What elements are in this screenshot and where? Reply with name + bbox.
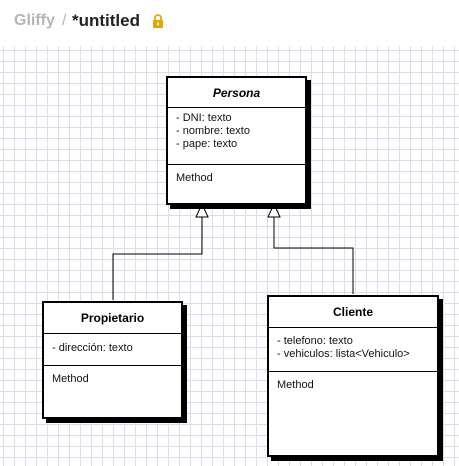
class-attributes: - DNI: texto - nombre: texto - pape: tex… bbox=[168, 108, 305, 165]
class-cliente[interactable]: Cliente - telefono: texto - vehiculos: l… bbox=[267, 295, 439, 457]
top-bar: Gliffy / *untitled bbox=[0, 0, 459, 46]
inheritance-line-propietario[interactable] bbox=[112, 202, 209, 300]
inheritance-arrowhead bbox=[267, 202, 281, 218]
attribute: - DNI: texto bbox=[176, 112, 232, 124]
class-propietario[interactable]: Propietario - dirección: texto Method bbox=[42, 301, 183, 419]
lock-icon[interactable] bbox=[152, 14, 164, 33]
brand-logo[interactable]: Gliffy bbox=[14, 12, 55, 29]
attribute: - dirección: texto bbox=[52, 342, 133, 354]
class-persona[interactable]: Persona - DNI: texto - nombre: texto - p… bbox=[166, 76, 307, 205]
attribute: - telefono: texto bbox=[277, 335, 353, 347]
attribute: - vehiculos: lista<Vehiculo> bbox=[277, 348, 410, 360]
attribute: - pape: texto bbox=[176, 138, 238, 150]
class-name: Cliente bbox=[269, 297, 437, 328]
inheritance-arrowhead bbox=[195, 202, 209, 218]
attribute: - nombre: texto bbox=[176, 125, 250, 137]
class-attributes: - dirección: texto bbox=[44, 334, 181, 366]
class-methods: Method bbox=[176, 172, 213, 184]
class-name: Persona bbox=[168, 78, 305, 108]
document-title[interactable]: *untitled bbox=[72, 11, 140, 30]
class-methods: Method bbox=[277, 379, 314, 391]
inheritance-line-cliente[interactable] bbox=[267, 202, 354, 294]
class-attributes: - telefono: texto - vehiculos: lista<Veh… bbox=[269, 328, 437, 372]
breadcrumb-separator: / bbox=[62, 12, 67, 29]
class-methods: Method bbox=[52, 373, 89, 385]
class-name: Propietario bbox=[44, 303, 181, 334]
